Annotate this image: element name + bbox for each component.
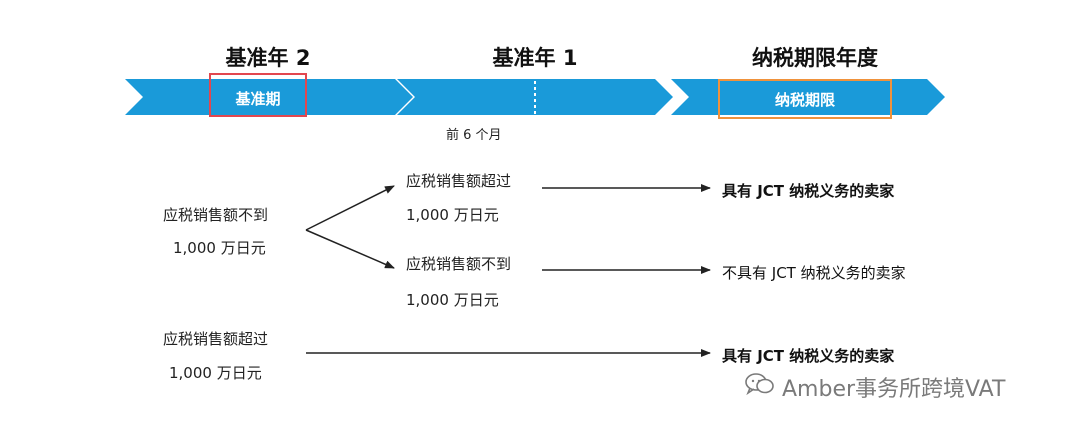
header-base-year-1: 基准年 1 [492, 46, 578, 70]
timeline-segment-base-year-1 [397, 79, 673, 115]
header-tax-year: 纳税期限年度 [752, 46, 878, 70]
wechat-icon [745, 372, 775, 396]
branch-under-line2: 1,000 万日元 [406, 291, 499, 309]
case-over-line2: 1,000 万日元 [169, 364, 262, 382]
branch-over-line1: 应税销售额超过 [406, 172, 512, 190]
header-base-year-2: 基准年 2 [225, 46, 311, 70]
arrow-to-branch-over [305, 185, 395, 231]
branch-under-line1: 应税销售额不到 [406, 255, 512, 273]
case-under-line1: 应税销售额不到 [163, 206, 269, 224]
base-period-label: 基准期 [235, 90, 281, 108]
tax-period-label: 纳税期限 [774, 91, 835, 109]
arrow-to-branch-under [305, 229, 395, 269]
timeline-segment-base-year-2 [125, 79, 413, 115]
result-non-taxable-seller: 不具有 JCT 纳税义务的卖家 [722, 264, 906, 282]
branch-over-line2: 1,000 万日元 [406, 206, 499, 224]
case-under-line2: 1,000 万日元 [173, 239, 266, 257]
watermark-text: Amber事务所跨境VAT [782, 377, 1006, 402]
result-taxable-seller-1: 具有 JCT 纳税义务的卖家 [722, 182, 895, 200]
case-over-line1: 应税销售额超过 [163, 330, 269, 348]
tax-period-highlight [718, 79, 892, 119]
first-six-months-label: 前 6 个月 [446, 128, 502, 143]
base-period-highlight [209, 73, 307, 117]
result-taxable-seller-2: 具有 JCT 纳税义务的卖家 [722, 347, 895, 365]
timeline-segment-tax-year [671, 79, 945, 115]
